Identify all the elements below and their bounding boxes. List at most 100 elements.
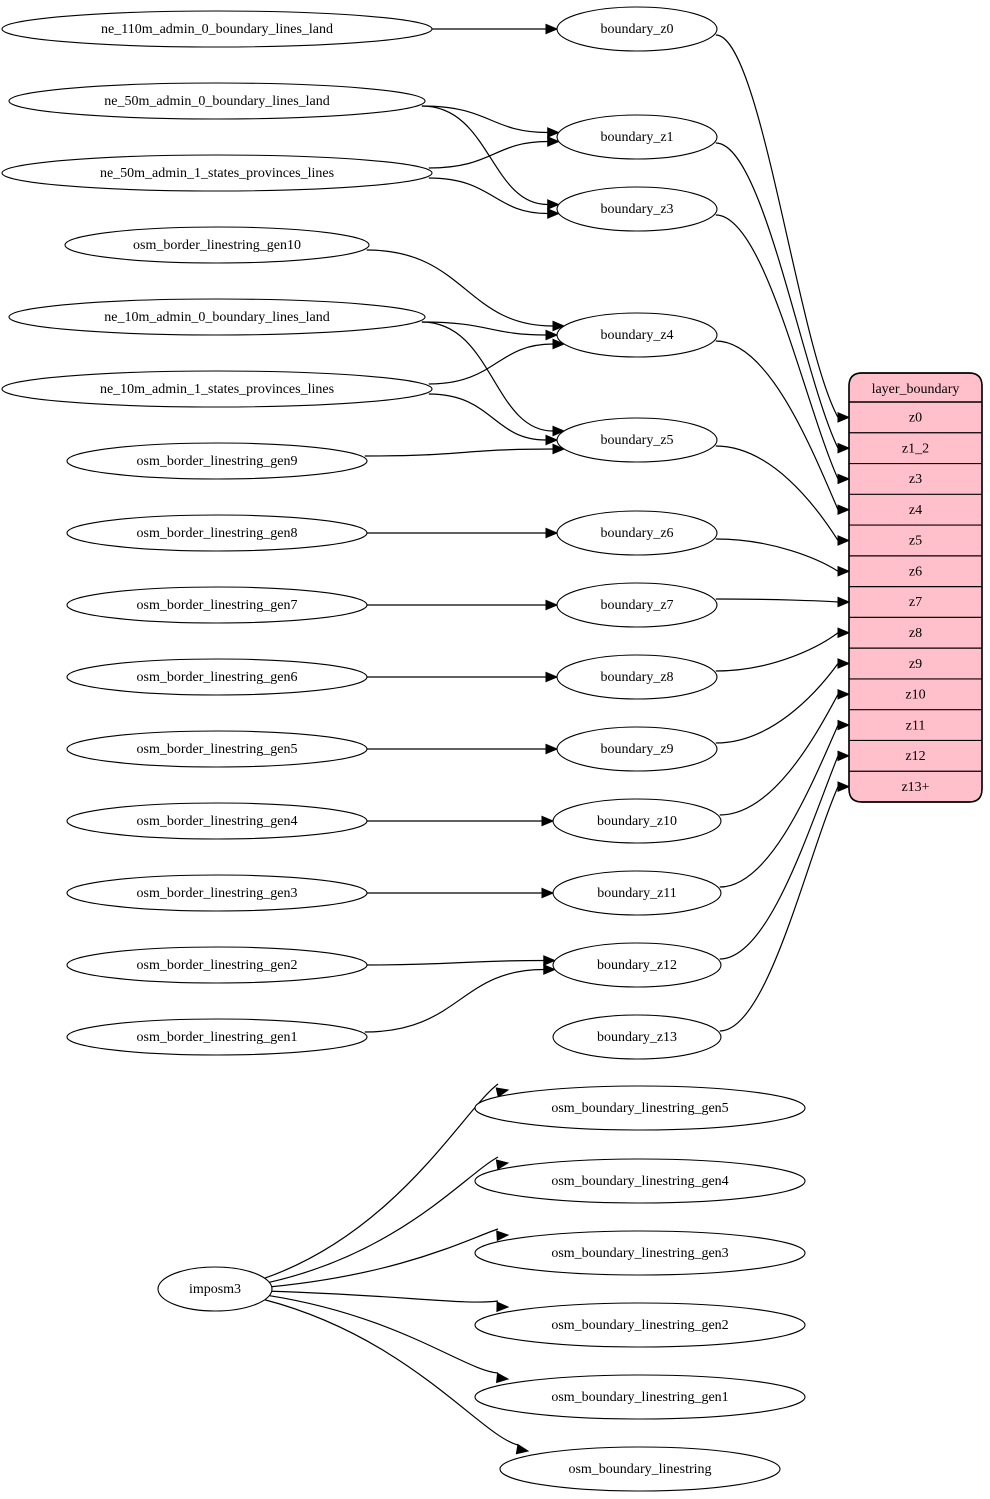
node-osm-border-linestring-gen3[interactable]: osm_border_linestring_gen3 [66, 874, 368, 912]
node-shape[interactable] [474, 1302, 806, 1348]
node-shape[interactable] [552, 870, 722, 916]
node-ne-50m-admin-0-boundary-lines-land[interactable]: ne_50m_admin_0_boundary_lines_land [8, 82, 426, 120]
node-osm-border-linestring-gen6[interactable]: osm_border_linestring_gen6 [66, 658, 368, 696]
node-osm-border-linestring-gen4[interactable]: osm_border_linestring_gen4 [66, 802, 368, 840]
node-osm-border-linestring-gen9[interactable]: osm_border_linestring_gen9 [66, 442, 368, 480]
node-shape[interactable] [556, 510, 718, 556]
node-label: boundary_z0 [600, 22, 673, 37]
table-row-z10[interactable]: z10 [905, 688, 925, 703]
edge-bz5-to-table-z5-arrowhead [837, 535, 851, 546]
node-shape[interactable] [66, 586, 368, 624]
edge-bz12-to-table-z12-arrowhead [837, 750, 851, 762]
node-shape[interactable] [474, 1085, 806, 1131]
node-shape[interactable] [552, 798, 722, 844]
node-label: osm_border_linestring_gen5 [137, 742, 298, 757]
node-shape[interactable] [66, 1018, 368, 1056]
node-osm-border-linestring-gen5[interactable]: osm_border_linestring_gen5 [66, 730, 368, 768]
node-osm-boundary-linestring[interactable]: osm_boundary_linestring [499, 1446, 781, 1492]
node-osm-border-linestring-gen1[interactable]: osm_border_linestring_gen1 [66, 1018, 368, 1056]
node-shape[interactable] [474, 1230, 806, 1276]
node-ne-110m-admin-0-boundary-lines-land[interactable]: ne_110m_admin_0_boundary_lines_land [1, 10, 433, 48]
node-boundary-z10[interactable]: boundary_z10 [552, 798, 722, 844]
node-boundary-z12[interactable]: boundary_z12 [552, 942, 722, 988]
node-osm-boundary-linestring-gen2[interactable]: osm_boundary_linestring_gen2 [474, 1302, 806, 1348]
node-shape[interactable] [556, 417, 718, 463]
node-boundary-z1[interactable]: boundary_z1 [556, 114, 718, 160]
node-shape[interactable] [556, 114, 718, 160]
node-boundary-z5[interactable]: boundary_z5 [556, 417, 718, 463]
edge-osmgen10-to-bz4 [366, 249, 554, 327]
node-ne-10m-admin-0-boundary-lines-land[interactable]: ne_10m_admin_0_boundary_lines_land [8, 298, 426, 336]
table-row-z13plus[interactable]: z13+ [901, 780, 929, 795]
node-osm-border-linestring-gen8[interactable]: osm_border_linestring_gen8 [66, 514, 368, 552]
table-row-z0[interactable]: z0 [909, 411, 922, 426]
node-imposm3[interactable]: imposm3 [157, 1266, 273, 1312]
node-osm-boundary-linestring-gen4[interactable]: osm_boundary_linestring_gen4 [474, 1158, 806, 1204]
table-row-z11[interactable]: z11 [906, 718, 926, 733]
node-boundary-z6[interactable]: boundary_z6 [556, 510, 718, 556]
table-row-z1_2[interactable]: z1_2 [902, 441, 929, 456]
node-shape[interactable] [1, 10, 433, 48]
table-row-z8[interactable]: z8 [909, 626, 922, 641]
node-boundary-z3[interactable]: boundary_z3 [556, 186, 718, 232]
node-boundary-z8[interactable]: boundary_z8 [556, 654, 718, 700]
table-row-z7[interactable]: z7 [909, 595, 922, 610]
table-row-z4[interactable]: z4 [909, 503, 922, 518]
node-shape[interactable] [1, 370, 433, 408]
edge-ne10_1-to-bz4 [428, 343, 554, 385]
node-shape[interactable] [8, 82, 426, 120]
node-osm-boundary-linestring-gen5[interactable]: osm_boundary_linestring_gen5 [474, 1085, 806, 1131]
table-row-z6[interactable]: z6 [909, 564, 922, 579]
node-shape[interactable] [8, 298, 426, 336]
node-shape[interactable] [556, 6, 718, 52]
node-shape[interactable] [66, 946, 368, 984]
node-ne-10m-admin-1-states-provinces-lines[interactable]: ne_10m_admin_1_states_provinces_lines [1, 370, 433, 408]
edge-bz1-to-table-z1_2 [715, 142, 839, 449]
node-shape[interactable] [552, 1014, 722, 1060]
node-shape[interactable] [66, 514, 368, 552]
edge-bz5-to-table-z5 [715, 445, 839, 541]
node-shape[interactable] [66, 730, 368, 768]
edge-imposm3-to-obgen0 [264, 1299, 519, 1446]
node-osm-boundary-linestring-gen1[interactable]: osm_boundary_linestring_gen1 [474, 1374, 806, 1420]
table-row-z12[interactable]: z12 [905, 749, 925, 764]
node-shape[interactable] [556, 186, 718, 232]
node-label: osm_boundary_linestring [568, 1462, 711, 1477]
edge-imposm3-to-obgen2 [271, 1290, 499, 1303]
node-shape[interactable] [64, 226, 370, 264]
node-boundary-z11[interactable]: boundary_z11 [552, 870, 722, 916]
table-row-z5[interactable]: z5 [909, 534, 922, 549]
node-boundary-z13[interactable]: boundary_z13 [552, 1014, 722, 1060]
node-label: osm_border_linestring_gen3 [137, 886, 298, 901]
node-shape[interactable] [474, 1158, 806, 1204]
node-shape[interactable] [556, 654, 718, 700]
node-shape[interactable] [552, 942, 722, 988]
node-boundary-z4[interactable]: boundary_z4 [556, 312, 718, 358]
edge-bz13-to-table-z13plus [719, 786, 839, 1032]
node-shape[interactable] [556, 312, 718, 358]
node-boundary-z0[interactable]: boundary_z0 [556, 6, 718, 52]
node-osm-border-linestring-gen2[interactable]: osm_border_linestring_gen2 [66, 946, 368, 984]
table-row-z3[interactable]: z3 [909, 472, 922, 487]
node-boundary-z9[interactable]: boundary_z9 [556, 726, 718, 772]
table-row-z9[interactable]: z9 [909, 657, 922, 672]
node-shape[interactable] [66, 874, 368, 912]
node-osm-border-linestring-gen7[interactable]: osm_border_linestring_gen7 [66, 586, 368, 624]
node-shape[interactable] [556, 582, 718, 628]
node-shape[interactable] [66, 802, 368, 840]
node-shape[interactable] [66, 658, 368, 696]
node-shape[interactable] [66, 442, 368, 480]
node-ne-50m-admin-1-states-provinces-lines[interactable]: ne_50m_admin_1_states_provinces_lines [1, 154, 433, 192]
node-shape[interactable] [499, 1446, 781, 1492]
edge-imposm3-to-obgen3 [271, 1228, 499, 1288]
node-label: osm_border_linestring_gen8 [137, 526, 298, 541]
node-osm-boundary-linestring-gen3[interactable]: osm_boundary_linestring_gen3 [474, 1230, 806, 1276]
node-label: boundary_z10 [597, 814, 677, 829]
node-shape[interactable] [157, 1266, 273, 1312]
node-shape[interactable] [1, 154, 433, 192]
node-shape[interactable] [474, 1374, 806, 1420]
node-osm-border-linestring-gen10[interactable]: osm_border_linestring_gen10 [64, 226, 370, 264]
node-boundary-z7[interactable]: boundary_z7 [556, 582, 718, 628]
node-shape[interactable] [556, 726, 718, 772]
